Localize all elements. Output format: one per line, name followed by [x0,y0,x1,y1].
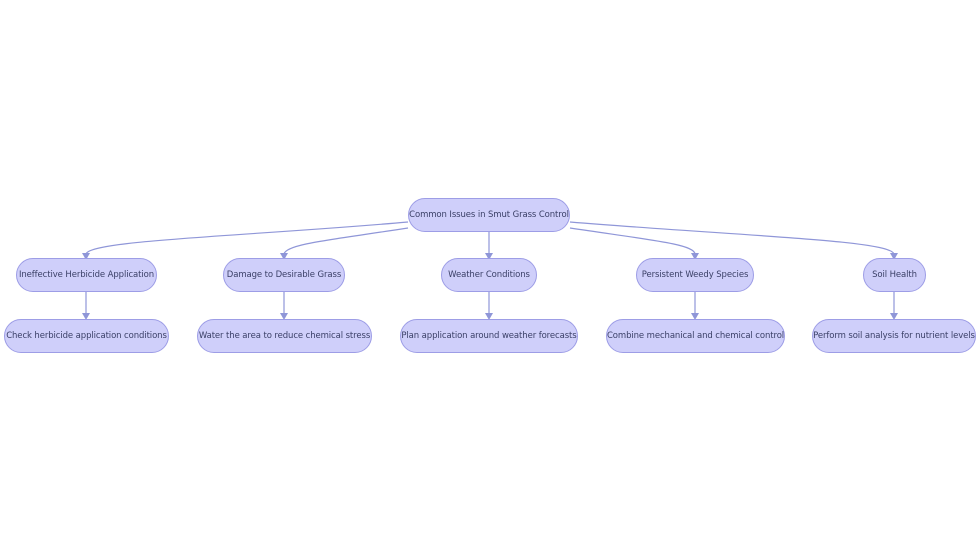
solution-node-3[interactable]: Plan application around weather forecast… [400,319,578,353]
edge-root-to-issue-1 [85,221,409,255]
solution-node-label: Combine mechanical and chemical control [606,331,785,341]
root-node[interactable]: Common Issues in Smut Grass Control [408,198,570,232]
arrowhead-issue-4 [691,253,699,260]
arrowhead-solution-3 [485,313,493,320]
solution-node-5[interactable]: Perform soil analysis for nutrient level… [812,319,976,353]
edge-root-to-issue-4 [569,227,696,255]
root-node-label: Common Issues in Smut Grass Control [409,210,569,220]
arrowhead-issue-5 [890,253,898,260]
solution-node-label: Plan application around weather forecast… [401,331,577,341]
edge-root-to-issue-2 [283,227,409,255]
solution-node-1[interactable]: Check herbicide application conditions [4,319,169,353]
issue-node-label: Weather Conditions [448,270,530,280]
arrowhead-issue-1 [82,253,90,260]
solution-node-label: Perform soil analysis for nutrient level… [813,331,975,341]
issue-node-3[interactable]: Weather Conditions [441,258,537,292]
solution-node-label: Water the area to reduce chemical stress [198,331,371,341]
issue-node-5[interactable]: Soil Health [863,258,926,292]
issue-node-label: Damage to Desirable Grass [226,270,342,280]
issue-node-2[interactable]: Damage to Desirable Grass [223,258,345,292]
solution-node-2[interactable]: Water the area to reduce chemical stress [197,319,372,353]
arrowhead-solution-1 [82,313,90,320]
issue-node-label: Soil Health [872,270,917,280]
arrowhead-issue-3 [485,253,493,260]
issue-node-4[interactable]: Persistent Weedy Species [636,258,754,292]
solution-node-4[interactable]: Combine mechanical and chemical control [606,319,785,353]
arrowhead-issue-2 [280,253,288,260]
issue-node-label: Persistent Weedy Species [641,270,749,280]
solution-node-label: Check herbicide application conditions [6,331,167,341]
issue-node-1[interactable]: Ineffective Herbicide Application [16,258,157,292]
edge-root-to-issue-5 [569,221,895,255]
arrowhead-solution-5 [890,313,898,320]
arrowhead-solution-2 [280,313,288,320]
issue-node-label: Ineffective Herbicide Application [18,270,155,280]
arrowhead-solution-4 [691,313,699,320]
